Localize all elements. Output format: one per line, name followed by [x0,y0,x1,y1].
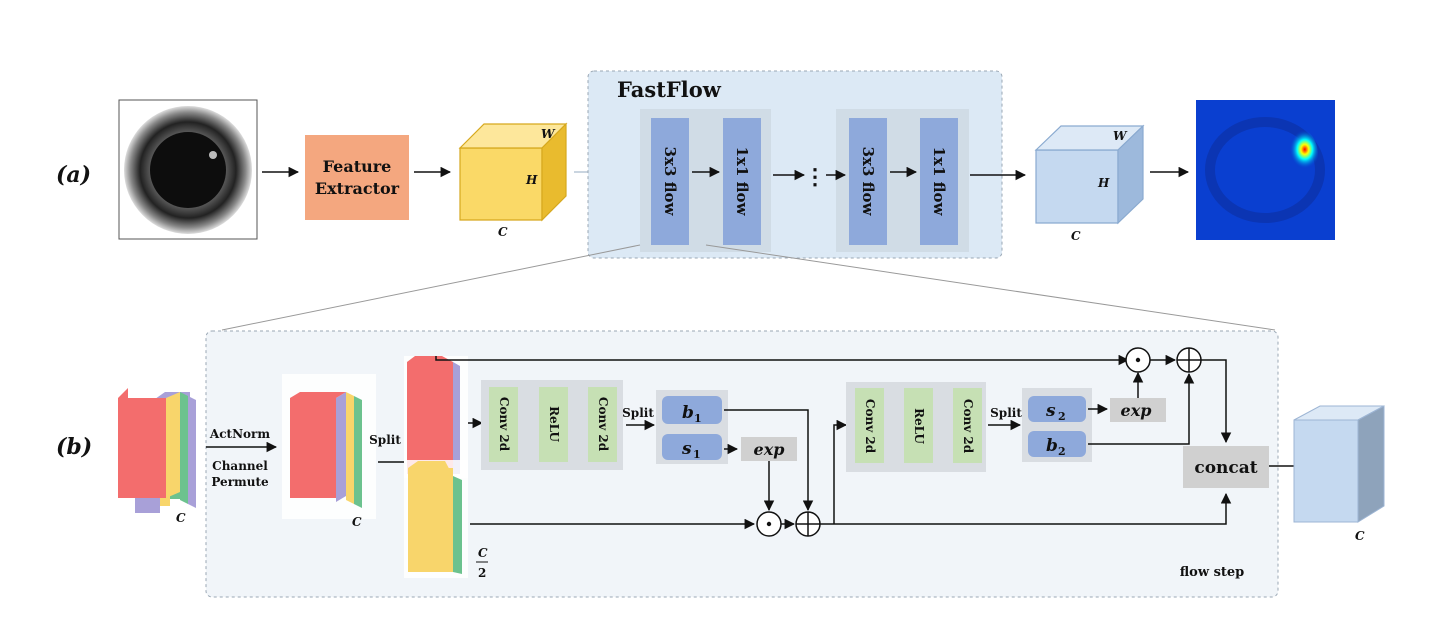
output-c-label: C [1355,529,1365,543]
fastflow-title: FastFlow [617,77,722,102]
s1-b1-group: b 1 s 1 [656,390,728,464]
b2-label: b [1046,436,1058,456]
exp1-label: exp [754,440,785,459]
output-block: C [1293,405,1385,543]
flow-block-1x1-b-label: 1x1 flow [930,147,948,217]
split-label: Split [369,433,401,447]
subnet2-conv-a: Conv 2d [863,399,877,454]
concat-label: concat [1194,458,1257,478]
bypass-line-top [435,354,1130,366]
input-c-label: C [176,511,186,525]
s2-label: s [1045,401,1056,421]
channel-permute-line2: Permute [211,475,269,489]
s2-box [1028,396,1086,422]
b2-sub: 2 [1058,445,1066,458]
input-channel-stack: C [118,388,196,525]
subnet1-conv-a: Conv 2d [497,397,511,452]
input-image [118,99,258,240]
subnet2-conv-b: Conv 2d [961,399,975,454]
panel-a-label: (a) [56,162,91,188]
split-upper-half [404,356,468,478]
subnet1-conv-b: Conv 2d [596,397,610,452]
output-cube-c: C [1071,229,1081,243]
flow-block-3x3-b [849,118,887,245]
transformed-lower-line [820,492,1232,525]
feature-extractor-line1: Feature [323,157,392,176]
s1-sub: 1 [693,448,701,461]
flow-block-1x1-a [723,118,761,245]
channel-permute-line1: Channel [212,459,268,473]
oplus-1 [795,511,821,537]
zoom-line-left [221,244,641,331]
flow-block-3x3-a [651,118,689,245]
subnet2-relu: ReLU [912,408,926,444]
output-cube: W H C [1034,124,1145,243]
b1-label: b [682,403,694,423]
feature-cube-c: C [498,225,508,239]
subnet-1: Conv 2d ReLU Conv 2d [481,380,623,470]
half-c-numerator: C [478,546,488,560]
feature-cube: W H C [458,122,568,239]
b1-box [662,396,722,424]
flow-step-label: flow step [1180,565,1245,580]
subnet-2: Conv 2d ReLU Conv 2d [846,382,986,472]
flow-block-3x3-b-label: 3x3 flow [859,147,877,217]
s1-box [662,434,722,460]
fastflow-ellipsis: ⋮ [804,164,826,190]
anomaly-heatmap [1196,100,1335,240]
flow-block-1x1-b [920,118,958,245]
subnet1-relu: ReLU [547,406,561,442]
subnet1-split-label: Split [622,406,654,420]
s1-label: s [681,439,692,459]
panel-b-label: (b) [56,434,92,460]
feature-extractor-box: Feature Extractor [305,135,409,220]
permuted-channel-stack: C [282,374,376,529]
fastflow-box: FastFlow 3x3 flow 1x1 flow ⋮ 3x3 flow 1x… [587,70,1003,259]
half-c-denominator: 2 [478,566,486,580]
exp2-box [1110,398,1166,422]
output-cube-w: W [1113,129,1128,143]
flow-block-1x1-a-label: 1x1 flow [733,147,751,217]
b1-sub: 1 [694,412,702,425]
s2-b2-group: s 2 b 2 [1022,388,1092,462]
split-lower-half: C 2 [404,460,488,580]
concat-box [1183,446,1269,488]
exp2-label: exp [1121,401,1152,420]
oplus-2 [1176,347,1202,373]
s2-sub: 2 [1058,410,1066,423]
exp1-box [741,437,797,461]
b2-box [1028,431,1086,457]
flow-step-box [205,330,1279,598]
flow-block-3x3-a-label: 3x3 flow [661,147,679,217]
feature-cube-w: W [541,127,556,141]
feature-extractor-line2: Extractor [315,179,400,198]
output-cube-h: H [1097,176,1110,190]
actnorm-label: ActNorm [209,427,270,441]
zoom-line-right [705,244,1276,331]
permuted-c-label: C [352,515,362,529]
feature-cube-h: H [525,173,538,187]
subnet2-split-label: Split [990,406,1022,420]
